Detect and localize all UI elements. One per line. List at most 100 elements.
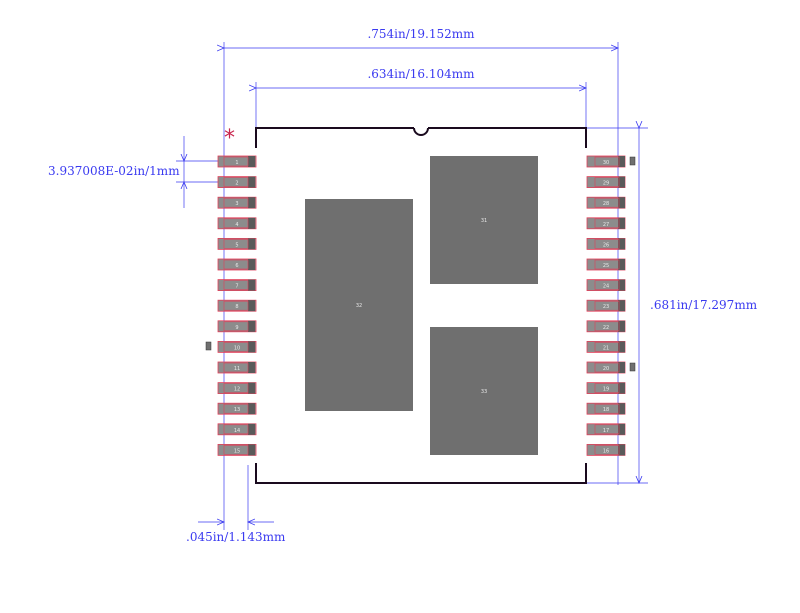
pin-pad-inner: [223, 197, 249, 208]
pin-2: 2: [217, 176, 257, 189]
pin-pad: [217, 237, 257, 250]
thermal-pad-31: [430, 156, 538, 284]
pin-pad-tail: [248, 279, 255, 291]
pin-pad: [217, 382, 257, 395]
pin-1: 1: [217, 155, 257, 168]
pin-pad-inner: [223, 218, 249, 229]
pin-13: 13: [217, 402, 257, 415]
pin-label: 6: [235, 263, 238, 269]
pin-30: 30: [586, 155, 626, 168]
pin-pad: [217, 258, 257, 271]
pin-10-side-marker: [205, 341, 212, 351]
pin-pad-tail: [248, 403, 255, 415]
pin-pad-tail: [248, 259, 255, 270]
height-label: .681in/17.297mm: [650, 298, 758, 312]
pin-label: 23: [603, 304, 609, 310]
pin-pad-tail: [248, 382, 255, 394]
pin-pad-inner: [223, 342, 249, 352]
pin-29: 29: [586, 176, 626, 189]
pin-pad-tail: [248, 197, 255, 209]
pin-label: 13: [234, 407, 240, 413]
pin-pad: [217, 423, 257, 436]
pin-label: 27: [603, 222, 609, 228]
pin-label: 4: [235, 222, 238, 228]
pin-pad-inner: [594, 177, 620, 187]
thermal-pad-33-label: 33: [481, 389, 487, 395]
pin-11: 11: [217, 361, 257, 374]
pin-pad-tail: [248, 156, 255, 167]
pin-pad-tail: [248, 300, 255, 312]
pin-label: 17: [603, 428, 609, 434]
pin-pad-tail: [248, 176, 255, 188]
pin-pad-tail: [618, 320, 625, 332]
pin-10: 10: [217, 340, 257, 353]
pin-pad-tail: [618, 403, 625, 415]
thermal-pad-32: [305, 199, 413, 411]
body-width-label: .634in/16.104mm: [367, 67, 475, 81]
pin-label: 25: [603, 263, 609, 269]
pin-pad-tail: [618, 423, 625, 435]
pin-pad-tail: [618, 176, 625, 188]
pin-label: 22: [603, 325, 609, 331]
pin-pad-inner: [594, 156, 620, 167]
pin-pad-tail: [618, 341, 625, 353]
pitch-label: 3.937008E-02in/1mm: [48, 164, 180, 178]
pin-3: 3: [217, 196, 257, 209]
pin-pad-tail: [248, 341, 255, 353]
pin-18: 18: [586, 402, 626, 415]
pin-26: 26: [586, 237, 626, 250]
pin-14: 14: [217, 423, 257, 436]
pin-pad-inner: [223, 156, 249, 167]
pin-pad-inner: [594, 321, 620, 332]
thermal-pad-33: [430, 327, 538, 455]
pin-label: 18: [603, 407, 609, 413]
pin-20-side-marker: [629, 362, 636, 372]
pin-20: 20: [586, 361, 626, 374]
pin-22: 22: [586, 320, 626, 333]
pin-pad-tail: [618, 362, 625, 373]
pin-pad-inner: [594, 362, 620, 373]
pin-pad-inner: [594, 218, 620, 229]
pin-pad-inner: [594, 280, 620, 290]
pin-28: 28: [586, 196, 626, 209]
pin-pad-inner: [594, 300, 620, 311]
pin-label: 29: [603, 181, 609, 187]
pin-pad-inner: [223, 259, 249, 270]
pin-pad-inner: [594, 342, 620, 352]
pin-pad-inner: [594, 403, 620, 414]
pin-label: 19: [603, 387, 609, 393]
pin-label: 24: [603, 284, 609, 290]
pin-25: 25: [586, 258, 626, 271]
pin-label: 2: [235, 181, 238, 187]
pin-pad-tail: [618, 238, 625, 250]
pin-pad-tail: [618, 156, 625, 167]
pin-24: 24: [586, 279, 626, 292]
pin-30-side-marker: [629, 156, 636, 166]
pin-pad-tail: [618, 259, 625, 270]
pin-15: 15: [217, 443, 257, 456]
pin-pad-tail: [618, 444, 625, 456]
overall-width-label: .754in/19.152mm: [367, 27, 475, 41]
pin-7: 7: [217, 279, 257, 292]
pin-pad: [217, 340, 257, 353]
pin-label: 15: [234, 448, 240, 454]
pin-pad-inner: [223, 280, 249, 290]
pin-12: 12: [217, 382, 257, 395]
pin-6: 6: [217, 258, 257, 271]
pin-label: 30: [603, 160, 609, 166]
pin-pad-inner: [594, 197, 620, 208]
pin-9: 9: [217, 320, 257, 333]
pin-pad-inner: [223, 383, 249, 393]
pin-pad-inner: [223, 177, 249, 187]
pin-pad-tail: [618, 382, 625, 394]
pin-label: 14: [234, 428, 240, 434]
pin-5: 5: [217, 237, 257, 250]
pin-pad-inner: [594, 239, 620, 249]
pin-pad-inner: [223, 362, 249, 373]
thermal-pad-group: 31 32 33: [305, 156, 538, 455]
pin-pad-tail: [248, 320, 255, 332]
pin-label: 5: [235, 242, 238, 248]
pin-pad: [217, 402, 257, 415]
